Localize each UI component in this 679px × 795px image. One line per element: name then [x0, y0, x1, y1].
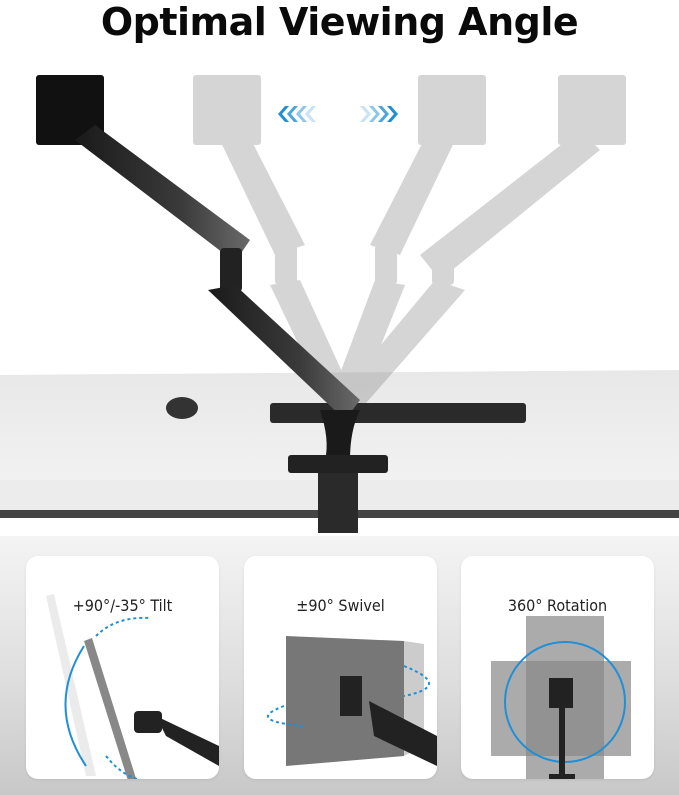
feature-label-tilt: +90°/-35° Tilt [72, 596, 173, 615]
feature-label-rotation: 360° Rotation [507, 596, 608, 615]
feature-card-tilt: +90°/-35° Tilt [26, 556, 219, 779]
hero-image [0, 56, 679, 536]
rotation-icon [491, 616, 631, 779]
chevrons-right-icon [360, 106, 398, 122]
feature-card-rotation: 360° Rotation [461, 556, 654, 779]
feature-label-swivel: ±90° Swivel [296, 596, 385, 615]
tilt-icon [46, 594, 219, 779]
swivel-icon [267, 636, 437, 766]
feature-panel: +90°/-35° Tilt ±90° Swivel 360° Rotation [0, 536, 679, 795]
page-title: Optimal Viewing Angle [100, 0, 579, 44]
feature-card-swivel: ±90° Swivel [244, 556, 437, 779]
chevrons-left-icon [278, 106, 316, 122]
